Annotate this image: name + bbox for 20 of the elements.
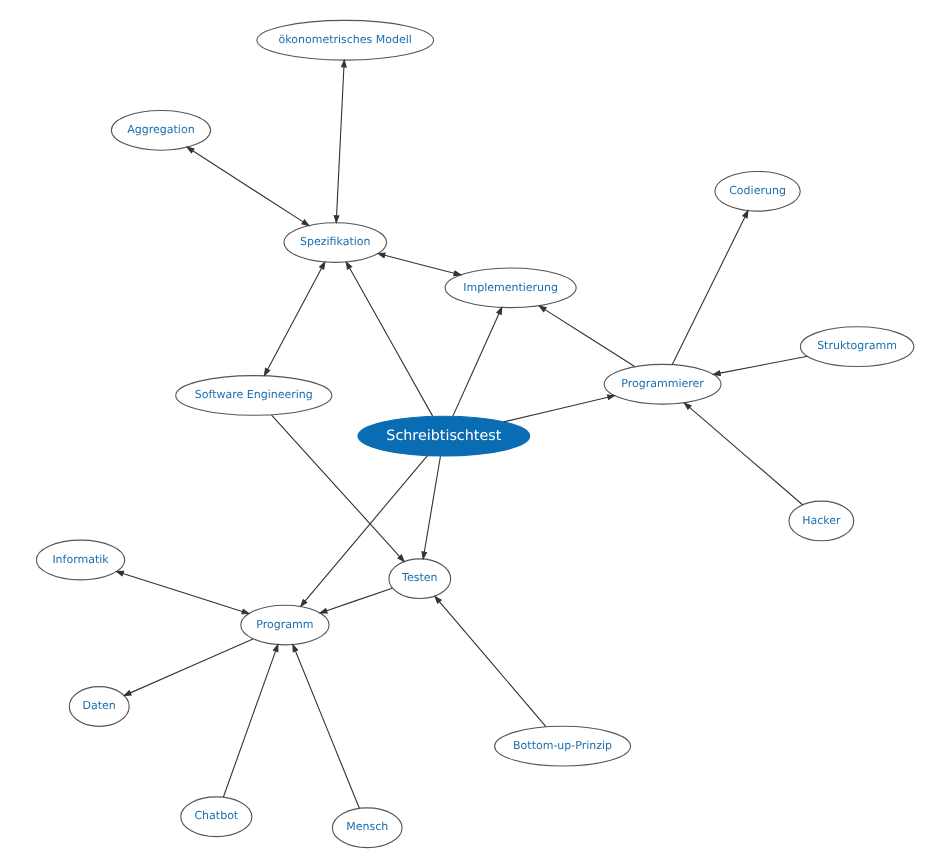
arrow: [710, 355, 808, 377]
arrow: [536, 305, 635, 368]
arrow: [375, 252, 462, 277]
arrow: [502, 394, 616, 423]
arrow: [317, 587, 392, 614]
arrow: [221, 643, 278, 798]
arrow: [298, 455, 427, 608]
arrow: [269, 414, 405, 563]
arrow: [420, 455, 440, 561]
arrow: [121, 638, 253, 697]
arrow: [432, 595, 546, 728]
arrow: [344, 260, 433, 417]
arrow: [682, 402, 803, 506]
arrow: [262, 260, 325, 377]
arrow: [184, 146, 310, 227]
arrow: [114, 570, 250, 615]
arrow: [451, 305, 502, 417]
arrow: [291, 643, 359, 809]
arrow: [670, 209, 748, 365]
arrow: [332, 58, 346, 225]
